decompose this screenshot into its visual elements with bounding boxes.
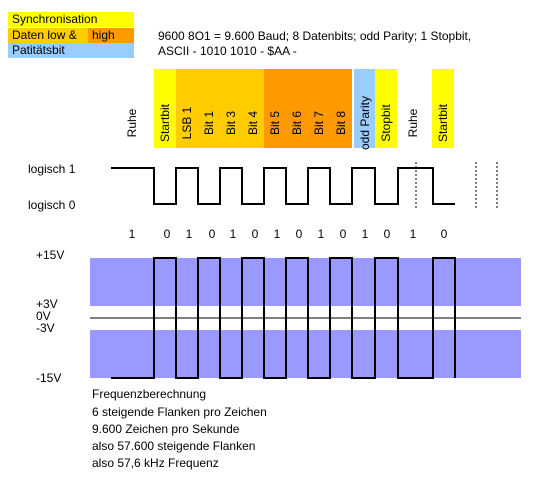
positive-band bbox=[90, 258, 521, 306]
bit-field-box bbox=[154, 69, 176, 148]
calc-line-3: 9.600 Zeichen pro Sekunde bbox=[92, 422, 240, 436]
bit-value: 0 bbox=[441, 227, 448, 241]
bit-field-label: Bit 5 bbox=[268, 111, 282, 135]
bit-value: 1 bbox=[129, 227, 136, 241]
rs232-waveform bbox=[111, 257, 456, 379]
voltage-label: -3V bbox=[36, 321, 55, 335]
bit-field-layer bbox=[154, 69, 454, 148]
legend-sync: Synchronisation bbox=[8, 12, 134, 27]
bit-field-label: LSB 1 bbox=[180, 106, 194, 139]
bit-value: 1 bbox=[274, 227, 281, 241]
bit-value: 0 bbox=[340, 227, 347, 241]
bit-field-box bbox=[375, 69, 397, 148]
calc-line-2: 6 steigende Flanken pro Zeichen bbox=[92, 405, 267, 419]
bit-value: 0 bbox=[164, 227, 171, 241]
bit-value: 0 bbox=[252, 227, 259, 241]
bit-field-box bbox=[220, 69, 242, 148]
bit-field-box bbox=[286, 69, 308, 148]
legend-parity: Patitätsbit bbox=[8, 43, 134, 58]
bit-value: 0 bbox=[209, 227, 216, 241]
bit-field-label: Startbit bbox=[436, 103, 450, 142]
bit-field-box bbox=[264, 69, 286, 148]
bit-field-box bbox=[330, 69, 352, 148]
bit-field-box bbox=[176, 69, 198, 148]
legend-sync-label: Synchronisation bbox=[12, 12, 98, 26]
logic-waveform bbox=[111, 167, 455, 205]
negative-band bbox=[90, 330, 521, 378]
bit-field-label: Startbit bbox=[158, 103, 172, 142]
title-line-2: ASCII - 1010 1010 - $AA - bbox=[158, 44, 297, 58]
bit-field-box bbox=[198, 69, 220, 148]
voltage-label: -15V bbox=[36, 371, 61, 385]
calc-line-5: also 57,6 kHz Frequenz bbox=[92, 456, 219, 470]
bit-value: 1 bbox=[362, 227, 369, 241]
bit-field-label: Ruhe bbox=[125, 108, 139, 137]
bit-value: 0 bbox=[384, 227, 391, 241]
voltage-label: +3V bbox=[36, 297, 58, 311]
bit-field-box bbox=[242, 69, 264, 148]
bit-field-label: Bit 6 bbox=[290, 111, 304, 135]
calc-line-4: also 57.600 steigende Flanken bbox=[92, 439, 256, 453]
logic-low-label: logisch 0 bbox=[28, 198, 76, 212]
logic-high-label: logisch 1 bbox=[28, 162, 76, 176]
bit-field-label: odd Parity bbox=[358, 96, 372, 150]
bit-value: 1 bbox=[318, 227, 325, 241]
bit-value: 1 bbox=[186, 227, 193, 241]
title-line-1: 9600 8O1 = 9.600 Baud; 8 Datenbits; odd … bbox=[158, 29, 472, 43]
bit-field-label: Bit 3 bbox=[224, 111, 238, 135]
legend-data-low-label: Daten low & bbox=[8, 28, 88, 43]
bit-field-label: Ruhe bbox=[406, 108, 420, 137]
bit-field-box bbox=[308, 69, 330, 148]
voltage-label: +15V bbox=[36, 248, 64, 262]
label-layer: Ruhe Startbit LSB 1 Bit 1 Bit 3 Bit 4 Bit 5 Bit… bbox=[28, 96, 450, 385]
waveform-layer bbox=[111, 162, 498, 379]
bit-value: 1 bbox=[230, 227, 237, 241]
voltage-label: 0V bbox=[36, 309, 51, 323]
bit-field-box bbox=[432, 69, 454, 148]
legend-data-high-label: high bbox=[88, 28, 134, 43]
bit-value: 0 bbox=[296, 227, 303, 241]
bit-field-box bbox=[354, 69, 376, 148]
bit-field-label: Bit 8 bbox=[334, 111, 348, 135]
bit-field-label: Bit 1 bbox=[202, 111, 216, 135]
bit-field-label: Bit 7 bbox=[312, 111, 326, 135]
legend-data: Daten low &high bbox=[8, 28, 134, 43]
bit-field-label: Stopbit bbox=[379, 104, 393, 142]
legend-parity-label: Patitätsbit bbox=[12, 43, 65, 57]
calc-line-1: Frequenzberechnung bbox=[92, 387, 207, 401]
rs232-band-layer bbox=[90, 258, 521, 378]
bit-value: 1 bbox=[410, 227, 417, 241]
bit-field-label: Bit 4 bbox=[246, 111, 260, 135]
